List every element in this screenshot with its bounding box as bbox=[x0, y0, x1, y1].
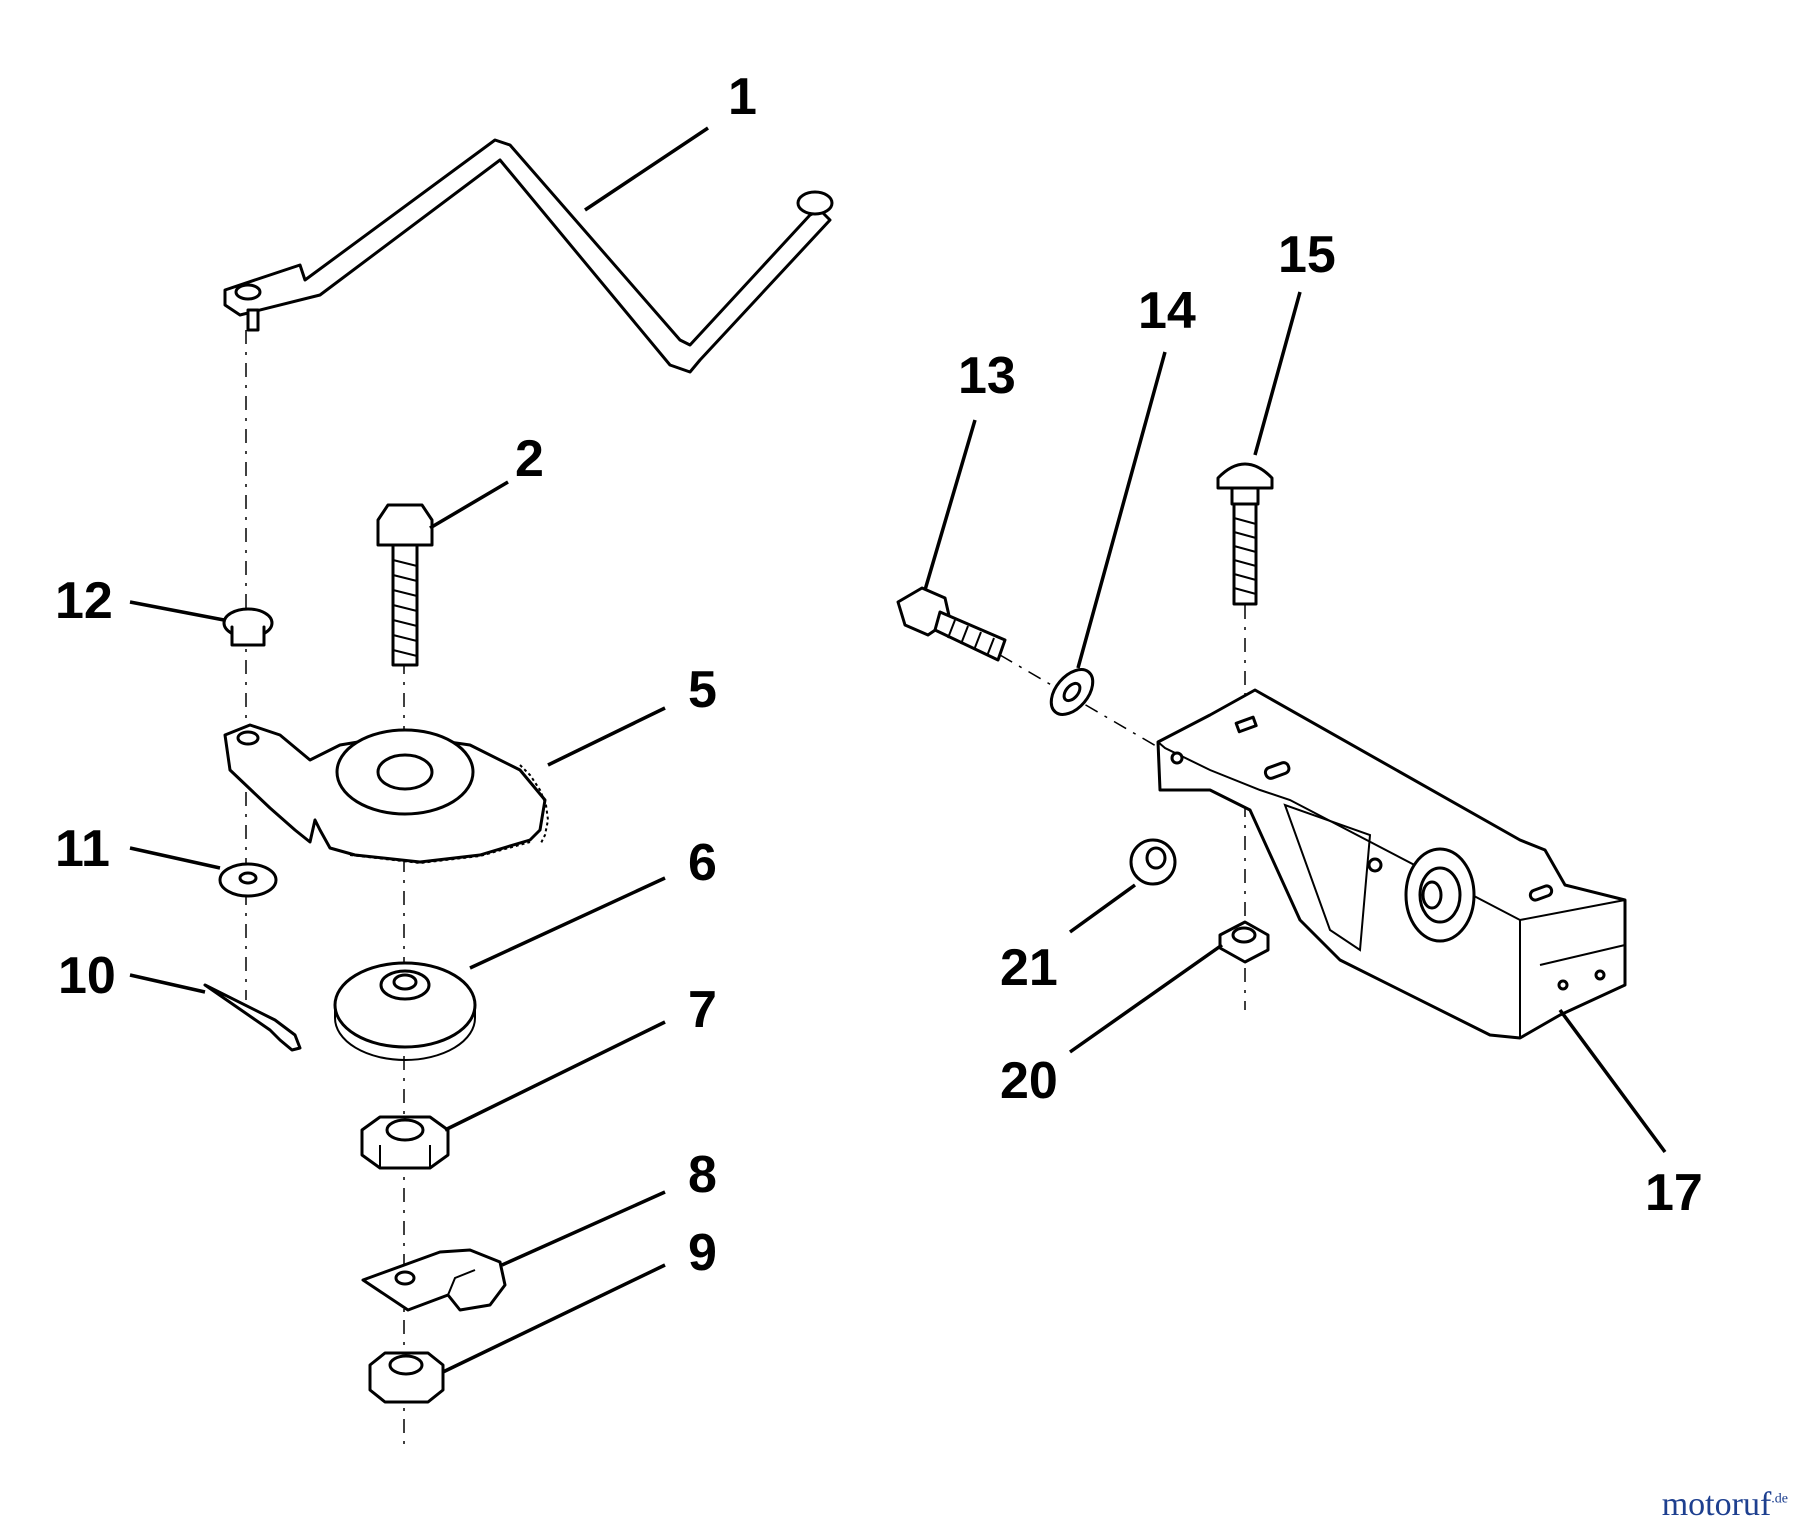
axis-line-bolt13 bbox=[999, 654, 1181, 761]
callout-20: 20 bbox=[1000, 1052, 1058, 1110]
callout-21: 21 bbox=[1000, 939, 1058, 997]
part-15-carriage-bolt bbox=[1216, 462, 1274, 606]
callout-1: 1 bbox=[728, 68, 757, 126]
leader-12 bbox=[129, 600, 225, 622]
leader-20 bbox=[1068, 943, 1224, 1054]
part-1-control-rod bbox=[223, 138, 834, 374]
leader-13 bbox=[923, 419, 977, 591]
callout-10: 10 bbox=[58, 947, 116, 1005]
part-12-flange-nut bbox=[222, 607, 274, 647]
leader-8 bbox=[501, 1190, 666, 1267]
leader-11 bbox=[129, 846, 221, 870]
callout-9: 9 bbox=[688, 1224, 717, 1282]
callout-15: 15 bbox=[1278, 226, 1336, 284]
watermark-suffix: .de bbox=[1771, 1491, 1788, 1507]
callout-12: 12 bbox=[55, 572, 113, 630]
callout-2: 2 bbox=[515, 430, 544, 488]
callout-17: 17 bbox=[1645, 1164, 1703, 1222]
leader-7 bbox=[444, 1020, 666, 1132]
leader-15 bbox=[1253, 291, 1302, 456]
part-13-bolt bbox=[896, 586, 1007, 662]
part-7-hex-nut bbox=[360, 1115, 450, 1170]
leader-9 bbox=[442, 1263, 666, 1374]
callout-7: 7 bbox=[688, 981, 717, 1039]
callout-5: 5 bbox=[688, 661, 717, 719]
leader-21 bbox=[1068, 883, 1137, 934]
callout-13: 13 bbox=[958, 347, 1016, 405]
part-10-cotter-pin bbox=[203, 983, 302, 1052]
part-8-clip bbox=[361, 1248, 507, 1312]
part-5-gear-sector bbox=[223, 723, 550, 865]
part-14-washer bbox=[1049, 668, 1095, 716]
callout-11: 11 bbox=[55, 820, 110, 878]
part-20-nut bbox=[1218, 920, 1270, 964]
leader-1 bbox=[584, 126, 709, 212]
part-17-bracket bbox=[1156, 688, 1627, 1040]
leader-5 bbox=[547, 706, 666, 767]
part-2-bolt bbox=[376, 503, 434, 667]
part-11-washer bbox=[218, 862, 278, 898]
callout-8: 8 bbox=[688, 1146, 717, 1204]
part-21-nut bbox=[1129, 838, 1177, 886]
leader-10 bbox=[129, 973, 206, 994]
watermark-text: motoruf bbox=[1661, 1486, 1772, 1523]
part-6-disc bbox=[333, 961, 477, 1061]
part-9-hex-nut bbox=[368, 1351, 445, 1404]
callout-6: 6 bbox=[688, 834, 717, 892]
leader-14 bbox=[1076, 351, 1167, 669]
leader-2 bbox=[429, 480, 509, 530]
leader-17 bbox=[1558, 1008, 1667, 1154]
callout-14: 14 bbox=[1138, 282, 1196, 340]
leader-6 bbox=[469, 876, 666, 970]
watermark-logo: motoruf.de bbox=[1662, 1486, 1788, 1524]
